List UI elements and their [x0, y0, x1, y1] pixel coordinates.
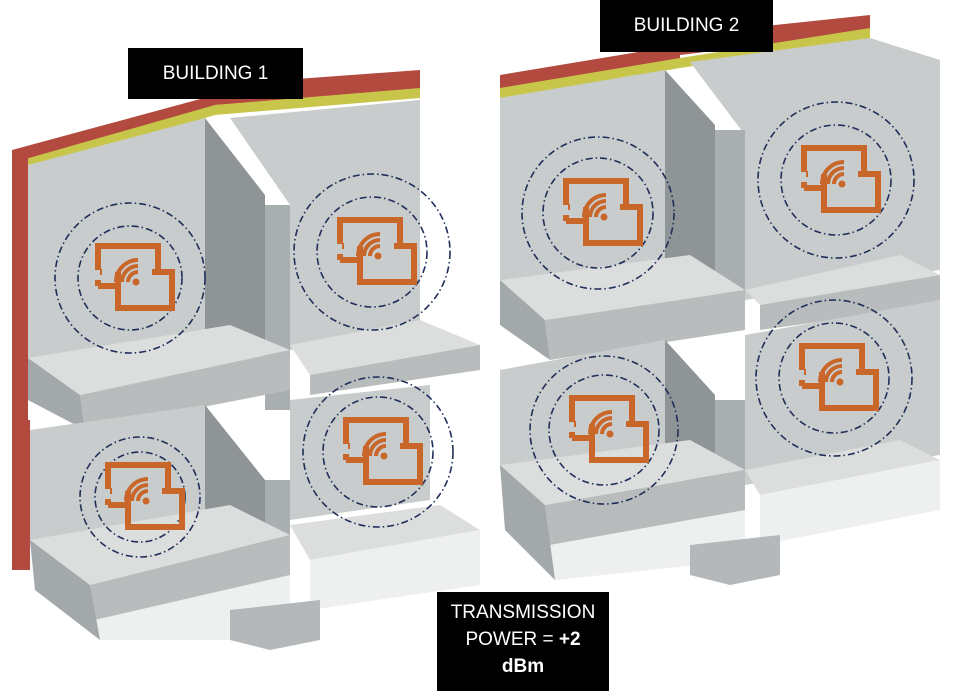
range-ring-outer	[757, 101, 915, 259]
floor-slab	[290, 320, 480, 375]
transmission-line-1: TRANSMISSION	[450, 602, 596, 623]
transmission-power-label: TRANSMISSION POWER = +2 dBm	[437, 592, 609, 691]
device-building-1-lower-left	[79, 436, 201, 558]
floor-slab	[30, 505, 290, 585]
devices-layer	[54, 101, 915, 558]
range-ring-inner	[94, 451, 186, 543]
slab-underside	[760, 460, 940, 545]
range-ring-outer	[755, 299, 913, 457]
device-building-1-upper-left	[54, 202, 206, 354]
transmission-power-prefix: POWER =	[465, 629, 559, 650]
range-ring-inner	[542, 157, 654, 269]
slab-edge	[545, 470, 745, 545]
building-1	[12, 70, 480, 650]
device-building-1-upper-right	[293, 173, 451, 331]
device-building-2-upper-left	[521, 136, 675, 290]
floor-slab	[745, 440, 940, 495]
back-wall	[690, 38, 940, 300]
back-wall	[745, 300, 940, 485]
range-ring-inner	[77, 225, 183, 331]
brick-wall-side	[12, 420, 30, 570]
range-ring-inner	[778, 322, 890, 434]
slab-edge	[28, 358, 85, 430]
range-ring-outer	[521, 136, 675, 290]
slab-edge	[500, 280, 550, 360]
slab-edge	[500, 465, 555, 580]
device-building-1-lower-right	[302, 376, 454, 528]
insulation-layer	[500, 28, 870, 98]
device-building-2-lower-left	[529, 355, 679, 505]
range-ring-inner	[322, 396, 434, 508]
floor-slab	[28, 325, 290, 395]
slab-edge	[90, 535, 290, 620]
brick-parapet	[12, 95, 215, 165]
back-wall	[30, 405, 205, 545]
footing	[690, 535, 780, 585]
slab-edge	[310, 345, 480, 395]
back-wall	[500, 70, 665, 285]
floor-slab	[500, 255, 745, 320]
transmission-power-unit-text: dBm	[501, 656, 545, 677]
range-ring-outer	[529, 355, 679, 505]
building-2-label: BUILDING 2	[600, 0, 773, 52]
back-wall	[290, 385, 430, 520]
range-ring-outer	[293, 173, 451, 331]
device-building-2-lower-right	[755, 299, 913, 457]
range-ring-outer	[302, 376, 454, 528]
building-2	[500, 15, 940, 585]
floor-slab	[745, 255, 940, 305]
back-wall	[230, 100, 420, 350]
footing	[230, 600, 320, 650]
transmission-power-unit: dBm	[437, 653, 609, 680]
back-wall	[500, 340, 665, 470]
brick-parapet	[500, 45, 680, 92]
back-wall	[28, 118, 205, 360]
building-2-label-text: BUILDING 2	[633, 15, 740, 36]
transmission-power-value: +2	[558, 629, 581, 650]
slab-edge	[80, 350, 290, 430]
floor-slab	[290, 505, 480, 560]
device-building-2-upper-right	[757, 101, 915, 259]
building-1-label: BUILDING 1	[128, 48, 303, 99]
range-ring-inner	[780, 124, 892, 236]
range-ring-inner	[316, 196, 428, 308]
range-ring-outer	[54, 202, 206, 354]
building-1-label-text: BUILDING 1	[162, 63, 269, 84]
transmission-line-2: POWER = +2	[437, 626, 609, 653]
insulation-layer	[22, 88, 420, 170]
slab-edge	[760, 275, 940, 330]
range-ring-outer	[79, 436, 201, 558]
slab-edge	[30, 540, 100, 640]
slab-edge	[545, 290, 745, 360]
brick-wall-side	[12, 150, 28, 420]
partition-wall	[205, 118, 265, 345]
range-ring-inner	[548, 374, 660, 486]
floor-slab	[500, 440, 745, 505]
slab-underside	[310, 530, 480, 610]
partition-wall	[665, 70, 715, 290]
